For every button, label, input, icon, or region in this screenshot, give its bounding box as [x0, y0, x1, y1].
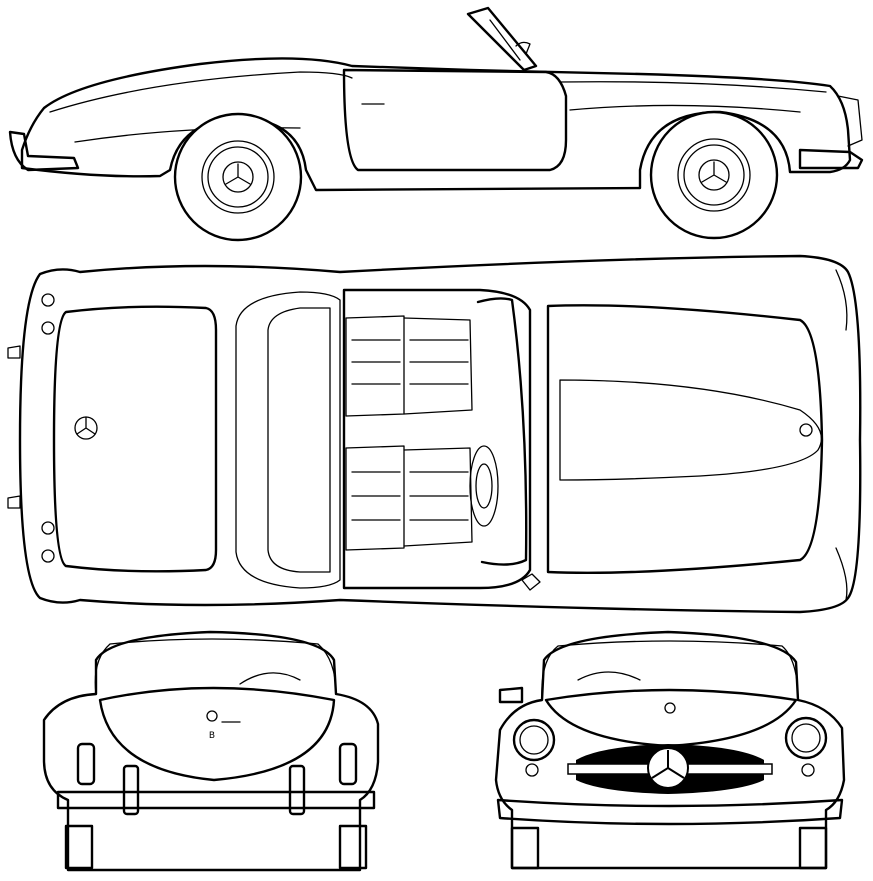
rear-windshield — [94, 638, 337, 695]
rear-tail-light-right — [338, 742, 358, 786]
side-tail-light — [837, 95, 863, 147]
side-front-wheel — [173, 112, 303, 242]
side-front-crease — [49, 71, 353, 113]
top-view — [7, 254, 862, 614]
rear-view: B — [42, 630, 380, 872]
front-body-outline — [494, 630, 846, 870]
side-rear-wheel — [649, 110, 779, 240]
rear-steering-wheel — [239, 672, 301, 685]
rear-trunk-lid — [98, 686, 336, 782]
top-seat-left — [345, 315, 473, 417]
front-windshield — [541, 640, 799, 701]
rear-overrider-left — [122, 764, 140, 816]
top-headlight-right — [41, 549, 55, 563]
top-body-outline — [18, 254, 862, 614]
side-rear-bumper — [798, 148, 864, 170]
top-headlight-left — [41, 293, 55, 307]
top-hood — [52, 305, 218, 573]
top-turn-right — [41, 521, 55, 535]
front-hood-emblem-icon — [664, 702, 676, 714]
top-front-overrider-1 — [7, 345, 21, 359]
side-view — [8, 6, 864, 242]
rear-plate-letter: B — [209, 731, 215, 741]
front-fog-left — [525, 763, 539, 777]
top-rear-deck — [546, 304, 824, 574]
front-headlight-left — [512, 718, 556, 762]
top-cowl-inner — [267, 307, 331, 573]
side-door — [342, 68, 568, 172]
top-mirror — [521, 573, 541, 591]
front-tyre-right — [798, 826, 828, 870]
top-rear-bumper-1 — [835, 269, 848, 331]
front-view — [494, 630, 846, 870]
top-seat-right — [345, 445, 473, 551]
rear-body-outline — [42, 630, 380, 872]
front-headlight-right-inner — [791, 723, 821, 753]
top-cockpit — [342, 288, 532, 590]
front-steering-wheel — [577, 671, 641, 681]
rear-tail-light-left — [76, 742, 96, 786]
top-trunk-lid — [559, 379, 823, 481]
top-hood-emblem-icon — [74, 416, 98, 440]
front-headlight-right — [784, 716, 828, 760]
top-steering-wheel — [469, 445, 499, 527]
front-bumper — [496, 798, 844, 826]
side-front-bumper — [8, 130, 80, 172]
side-rear-fender-top — [559, 81, 827, 93]
front-tyre-left — [510, 826, 540, 870]
side-windshield — [466, 6, 538, 72]
rear-tyre-right — [338, 824, 368, 870]
top-turn-left — [41, 321, 55, 335]
front-mirror — [498, 686, 524, 704]
windshield-inner — [489, 19, 521, 61]
side-rear-crease — [569, 104, 801, 113]
front-fog-right — [801, 763, 815, 777]
rear-tyre-left — [64, 824, 94, 870]
rear-emblem-icon — [206, 710, 218, 722]
front-hood — [544, 688, 798, 748]
top-rear-bumper-2 — [835, 547, 848, 601]
front-headlight-left-inner — [519, 725, 549, 755]
top-front-overrider-2 — [7, 495, 21, 509]
rear-overrider-right — [288, 764, 306, 816]
front-emblem-icon — [647, 747, 689, 789]
rear-bumper — [56, 790, 376, 810]
trunk-emblem-icon — [799, 423, 813, 437]
side-mirror — [515, 41, 531, 55]
top-cowl — [235, 291, 341, 589]
top-windshield — [476, 297, 528, 566]
